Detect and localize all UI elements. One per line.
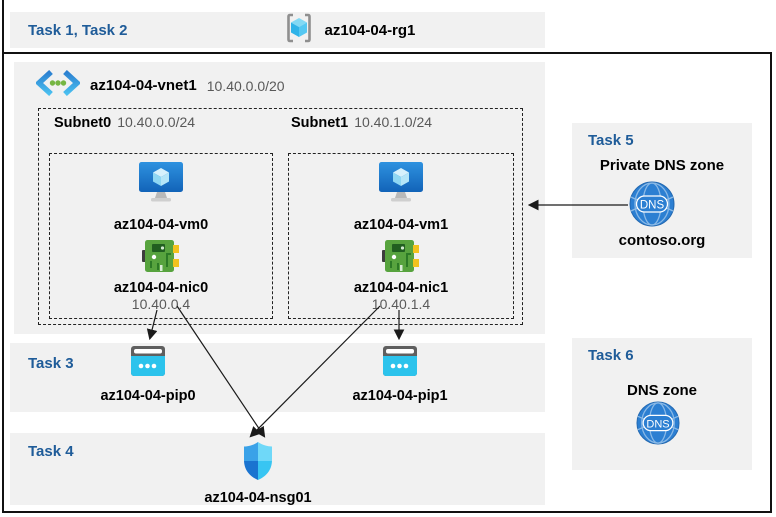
nsg-shield-icon (243, 442, 273, 485)
subnet1-cidr: 10.40.1.0/24 (354, 114, 433, 130)
task4-band: Task 4 az104-04-nsg0 (10, 433, 545, 506)
vnet-area: az104-04-vnet1 10.40.0.0/20 Subnet0 10.4… (14, 62, 545, 334)
task5-label: Task 5 (588, 132, 634, 149)
nsg-group: az104-04-nsg01 (178, 442, 338, 506)
pip1-name: az104-04-pip1 (352, 388, 448, 404)
pip1-group: az104-04-pip1 (325, 346, 475, 404)
nic0-icon (142, 239, 180, 278)
vm1-icon (377, 162, 425, 209)
vnet-name: az104-04-vnet1 (90, 77, 197, 94)
svg-text:DNS: DNS (640, 200, 665, 212)
pip0-icon (131, 346, 165, 381)
nic0-ip: 10.40.0.4 (131, 296, 191, 312)
subnet0-name: Subnet0 (54, 115, 112, 131)
dns-globe-icon: DNS (636, 401, 680, 450)
nsg-name: az104-04-nsg01 (204, 490, 312, 506)
task3-band: Task 3 az104-04-pip0 (10, 343, 545, 412)
nic0-name: az104-04-nic0 (113, 280, 209, 296)
vnet-cidr: 10.40.0.0/20 (206, 77, 285, 94)
pip0-name: az104-04-pip0 (100, 388, 196, 404)
task6-label: Task 6 (588, 347, 634, 364)
task6-box: Task 6 DNS zone DNS (572, 338, 752, 470)
subnet1-label: Subnet1 10.40.1.0/24 (291, 114, 432, 131)
vm0-icon (137, 162, 185, 209)
task5-box: Task 5 Private DNS zone DNS contoso.org (572, 123, 752, 258)
private-dns-zone-title: Private DNS zone (599, 157, 725, 174)
vm0-name: az104-04-vm0 (113, 217, 209, 233)
pip0-group: az104-04-pip0 (73, 346, 223, 404)
task3-label: Task 3 (28, 355, 74, 372)
resource-group-name: az104-04-rg1 (324, 21, 416, 39)
private-dns-zone-name: contoso.org (618, 232, 706, 249)
subnet0-vm-box: az104-04-vm0 az104-04-nic0 (49, 153, 273, 319)
diagram-frame (2, 52, 772, 513)
subnet0-label: Subnet0 10.40.0.0/24 (54, 114, 195, 131)
dns-zone-title: DNS zone (626, 382, 697, 399)
subnets-boundary: Subnet0 10.40.0.0/24 Subnet1 10.40.1.0/2… (38, 108, 523, 325)
subnet1-name: Subnet1 (291, 115, 349, 131)
page-left-edge (2, 0, 4, 52)
nic1-ip: 10.40.1.4 (371, 296, 431, 312)
virtual-network-icon (34, 69, 82, 101)
vm1-name: az104-04-vm1 (353, 217, 449, 233)
task1-task2-label: Task 1, Task 2 (28, 21, 128, 39)
nic1-icon (382, 239, 420, 278)
subnet1-vm-box: az104-04-vm1 az104-04-nic1 (288, 153, 514, 319)
task4-label: Task 4 (28, 443, 74, 460)
svg-text:DNS: DNS (646, 418, 669, 430)
pip1-icon (383, 346, 417, 381)
resource-group-icon (283, 12, 315, 49)
nic1-name: az104-04-nic1 (353, 280, 449, 296)
subnet0-cidr: 10.40.0.0/24 (117, 114, 196, 130)
dns-globe-icon: DNS (629, 181, 675, 232)
vnet-header: az104-04-vnet1 10.40.0.0/20 (34, 69, 285, 101)
task1-task2-band: Task 1, Task 2 az104-04-rg1 (10, 12, 545, 48)
